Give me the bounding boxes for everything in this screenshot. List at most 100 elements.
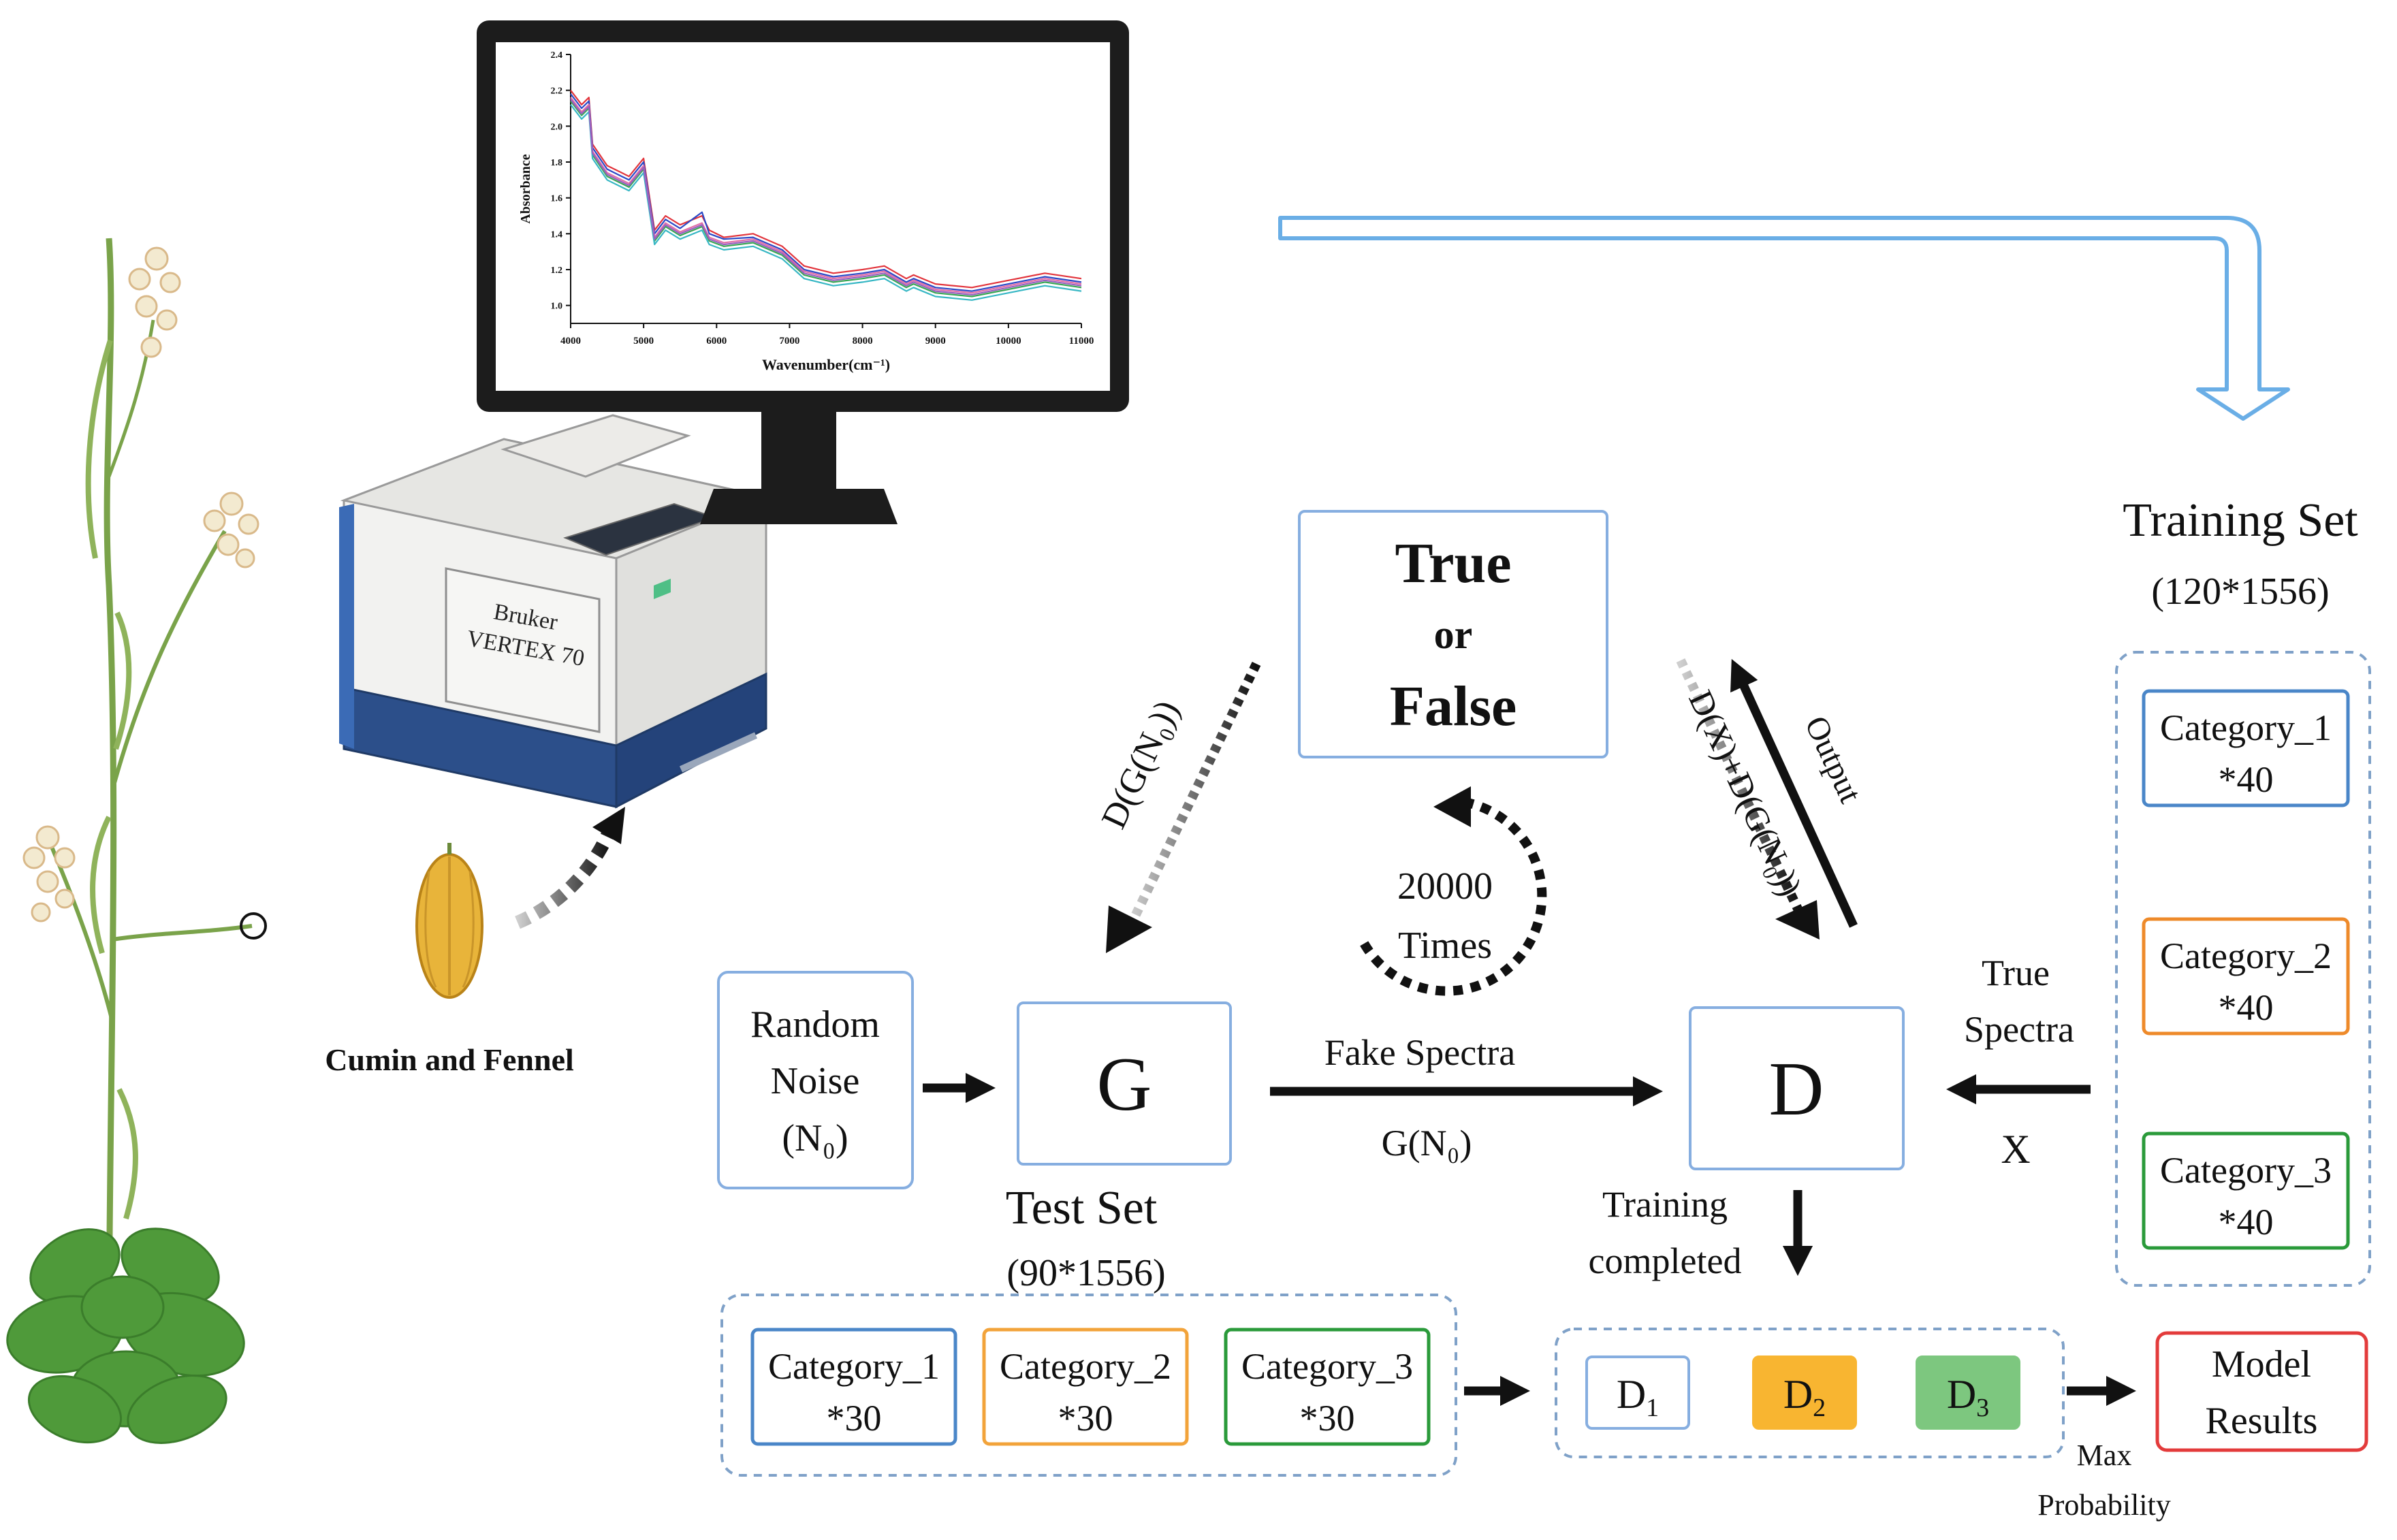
max-probability-line1: Max xyxy=(2077,1439,2132,1472)
output-label: Output xyxy=(1798,711,1869,809)
generator-feedback-arrowhead xyxy=(1106,905,1152,953)
discriminator-2: D2 xyxy=(1752,1355,1857,1430)
seed-icon xyxy=(415,843,483,999)
discriminator-2-subscript: 2 xyxy=(1813,1394,1826,1422)
chart-xlabel: Wavenumber(cm⁻¹) xyxy=(762,356,890,373)
training-completed-line2: completed xyxy=(1589,1240,1742,1281)
training-set-size: (120*1556) xyxy=(2151,571,2329,613)
test-category-3: Category_3 *30 xyxy=(1224,1328,1431,1446)
spectrum-series-3 xyxy=(570,97,1082,294)
chart-x-tick-label: 6000 xyxy=(706,336,727,347)
generator-feedback-label: D(G(N₀)) xyxy=(1094,694,1187,834)
test-set-categories: Category_1 *30 Category_2 *30 Category_3 *30 xyxy=(750,1328,1431,1446)
generator-feedback-arrow xyxy=(1126,661,1261,929)
monitor-stand xyxy=(700,489,898,524)
training-category-1-name: Category_1 xyxy=(2160,707,2332,748)
generator-box xyxy=(1017,1001,1232,1166)
chart-x-tick-label: 8000 xyxy=(853,336,873,347)
random-noise-box xyxy=(717,971,914,1189)
spectrum-series-6 xyxy=(570,99,1082,295)
model-results-line2: Results xyxy=(2206,1400,2318,1442)
chart-x-tick-label: 5000 xyxy=(633,336,654,347)
discriminator-1-box xyxy=(1585,1355,1690,1430)
training-category-2-box xyxy=(2142,917,2350,1036)
chart-y-tick-label: 2.0 xyxy=(551,122,563,132)
chart-x-tick-label: 7000 xyxy=(779,336,799,347)
test-category-3-count: *30 xyxy=(1300,1398,1355,1439)
chart-y-tick-label: 1.6 xyxy=(551,194,563,204)
discriminator-1: D1 xyxy=(1585,1355,1690,1430)
test-category-2-box xyxy=(982,1328,1189,1446)
training-category-1: Category_1 *40 xyxy=(2142,689,2350,807)
sample-to-instrument-arrowhead xyxy=(592,807,625,844)
training-set-title: Training Set xyxy=(2123,494,2358,547)
plant-illustration xyxy=(6,238,259,1444)
spectrum-chart: Absorbance Wavenumber(cm⁻¹) 4000 5000 6000… xyxy=(518,50,1094,373)
random-noise-line2: Noise xyxy=(771,1060,860,1102)
discriminator-1-subscript: 1 xyxy=(1646,1394,1659,1422)
training-category-2-count: *40 xyxy=(2219,987,2274,1028)
spectrum-series-4 xyxy=(570,100,1082,298)
test-category-2-name: Category_2 xyxy=(1000,1346,1171,1387)
spectrum-series-1 xyxy=(570,90,1082,289)
training-category-2-name: Category_2 xyxy=(2160,935,2332,976)
training-category-3-count: *40 xyxy=(2219,1202,2274,1242)
spectrometer-instrument: Bruker VERTEX 70 xyxy=(339,414,770,809)
max-probability-line2: Probability xyxy=(2037,1488,2171,1522)
spectrum-series-5 xyxy=(570,104,1082,301)
training-category-3-name: Category_3 xyxy=(2160,1150,2332,1191)
chart-y-tick-label: 1.8 xyxy=(551,158,563,168)
false-label: False xyxy=(1390,675,1517,738)
test-category-1: Category_1 *30 xyxy=(750,1328,957,1446)
discriminators-container xyxy=(1555,1328,2065,1458)
test-category-1-count: *30 xyxy=(827,1398,882,1439)
test-category-3-box xyxy=(1224,1328,1431,1446)
discriminator-3-box xyxy=(1916,1355,2020,1430)
test-category-2-count: *30 xyxy=(1058,1398,1113,1439)
training-loop-arrow xyxy=(1357,797,1547,996)
training-category-1-box xyxy=(2142,689,2350,807)
generator-label: G xyxy=(1097,1042,1152,1127)
chart-y-tick-label: 1.0 xyxy=(551,302,563,312)
output-arrow xyxy=(1730,658,1858,928)
chart-x-tick-label: 4000 xyxy=(560,336,581,347)
discriminator-box xyxy=(1689,1006,1905,1170)
iterations-unit: Times xyxy=(1398,925,1492,967)
training-category-3: Category_3 *40 xyxy=(2142,1132,2350,1250)
test-set-title: Test Set xyxy=(1006,1182,1158,1234)
sample-label: Cumin and Fennel xyxy=(325,1042,574,1077)
fake-spectra-label: Fake Spectra xyxy=(1324,1032,1515,1073)
sample-point-marker xyxy=(240,912,267,940)
true-spectra-line1: True xyxy=(1982,952,2050,993)
training-category-3-box xyxy=(2142,1132,2350,1250)
or-label: or xyxy=(1434,612,1473,657)
test-category-1-box xyxy=(750,1328,957,1446)
training-category-1-count: *40 xyxy=(2219,759,2274,800)
chart-x-tick-label: 9000 xyxy=(925,336,946,347)
discriminator-3-label: D3 xyxy=(1947,1372,1989,1422)
training-completed-line1: Training xyxy=(1602,1184,1728,1225)
training-set-container xyxy=(2115,651,2371,1287)
true-label: True xyxy=(1395,532,1511,595)
model-results-box xyxy=(2155,1331,2368,1452)
sample-to-instrument-arrow xyxy=(515,828,616,929)
test-category-3-name: Category_3 xyxy=(1241,1346,1413,1387)
discriminator-2-box xyxy=(1752,1355,1857,1430)
chart-y-tick-label: 1.4 xyxy=(551,229,563,240)
chart-ylabel: Absorbance xyxy=(518,154,533,223)
discriminator-label: D xyxy=(1769,1047,1824,1132)
model-results-line1: Model xyxy=(2212,1343,2311,1385)
spectrum-series-2 xyxy=(570,93,1082,292)
trained-discriminators: D1 D2 D3 xyxy=(1585,1355,2020,1430)
real-data-label: X xyxy=(2001,1127,2030,1172)
chart-y-tick-label: 2.2 xyxy=(551,86,563,97)
random-noise-line3: (N₀) xyxy=(782,1117,848,1159)
training-loop-arrowhead xyxy=(1433,786,1471,827)
test-set-size: (90*1556) xyxy=(1006,1252,1165,1294)
training-category-2: Category_2 *40 xyxy=(2142,917,2350,1036)
chart-x-tick-label: 11000 xyxy=(1069,336,1094,347)
test-category-1-name: Category_1 xyxy=(768,1346,940,1387)
test-set-container xyxy=(720,1294,1457,1477)
